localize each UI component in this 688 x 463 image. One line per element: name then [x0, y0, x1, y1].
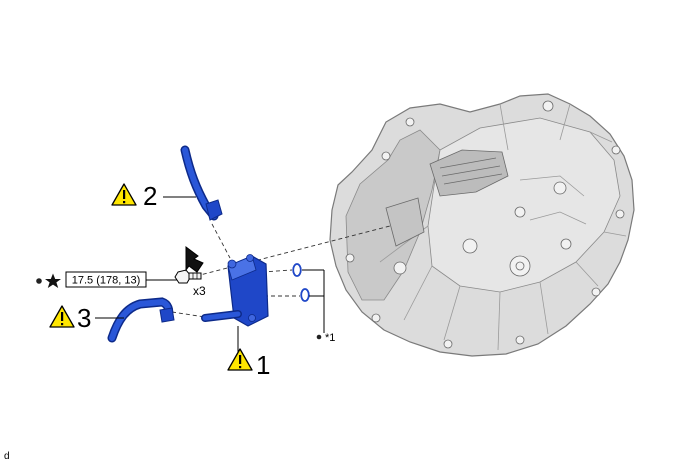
callout-3: 3: [49, 303, 124, 333]
assembly-guide-lines: [171, 223, 391, 318]
svg-text:2: 2: [143, 181, 157, 211]
torque-value: 17.5 (178, 13): [72, 275, 141, 287]
transmission-oil-cooler: [201, 254, 269, 327]
star-icon: [45, 273, 61, 288]
svg-text:3: 3: [77, 303, 91, 333]
oil-cooler-hose-lower: [107, 297, 175, 343]
bullet-icon: [316, 334, 322, 340]
bolt-quantity: x3: [193, 284, 206, 298]
o-ring-bracket: [302, 269, 325, 333]
callout-1: 1: [227, 326, 270, 380]
callout-2: 2: [111, 181, 196, 211]
svg-text:1: 1: [256, 350, 270, 380]
torque-spec-box: 17.5 (178, 13): [65, 271, 147, 288]
oil-cooler-hose-upper: [180, 145, 223, 221]
o-ring-upper: [292, 263, 302, 277]
down-arrow-icon: [185, 246, 204, 273]
svg-text:*1: *1: [325, 332, 335, 344]
transaxle-assembly: [329, 93, 635, 357]
o-ring-lower: [300, 288, 310, 302]
bullet-icon: [36, 278, 42, 284]
note-1: *1: [316, 332, 335, 344]
figure-code: d: [4, 451, 10, 462]
